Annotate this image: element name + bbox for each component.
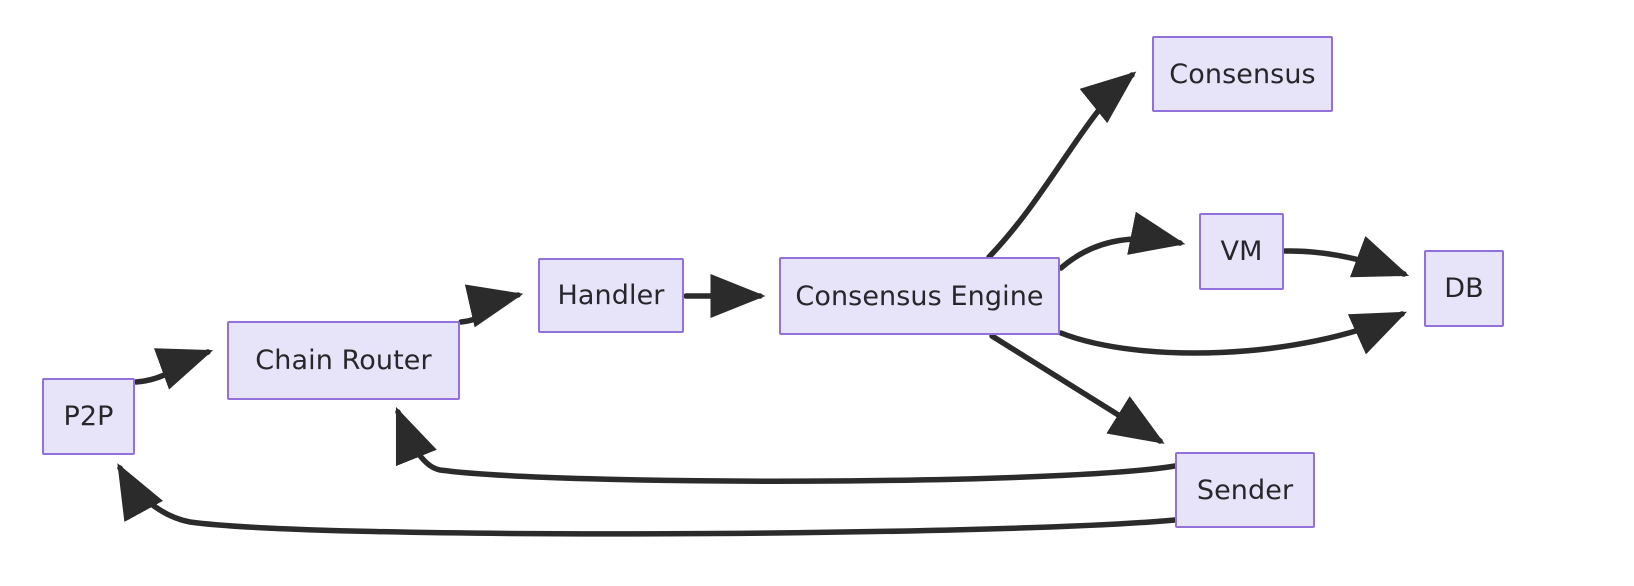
node-sender[interactable]: Sender: [1175, 452, 1315, 528]
edge-consensus-engine-to-db: [1058, 311, 1408, 356]
node-db-label: DB: [1444, 273, 1484, 304]
node-handler[interactable]: Handler: [538, 258, 684, 333]
node-chain-router-label: Chain Router: [255, 345, 432, 376]
edge-consensus-engine-to-sender: [989, 333, 1165, 444]
node-consensus-engine[interactable]: Consensus Engine: [779, 257, 1060, 335]
edge-sender-to-p2p: [117, 463, 1178, 537]
edge-p2p-to-chain-router: [133, 348, 214, 390]
node-chain-router[interactable]: Chain Router: [227, 321, 460, 400]
edge-sender-to-chain-router: [395, 406, 1178, 484]
node-sender-label: Sender: [1196, 474, 1294, 506]
edge-consensus-engine-to-vm: [1058, 211, 1186, 271]
edge-consensus-engine-to-consensus: [986, 71, 1137, 260]
node-consensus-label: Consensus: [1169, 58, 1316, 90]
node-p2p[interactable]: P2P: [42, 378, 135, 455]
node-vm[interactable]: VM: [1199, 213, 1284, 290]
node-handler-label: Handler: [557, 280, 665, 311]
node-consensus-engine-label: Consensus Engine: [795, 280, 1044, 312]
edge-chain-router-to-handler: [458, 284, 524, 328]
node-consensus[interactable]: Consensus: [1152, 36, 1333, 112]
edge-vm-to-db: [1282, 236, 1410, 278]
node-p2p-label: P2P: [63, 401, 114, 432]
node-vm-label: VM: [1220, 236, 1263, 267]
node-db[interactable]: DB: [1424, 250, 1504, 327]
